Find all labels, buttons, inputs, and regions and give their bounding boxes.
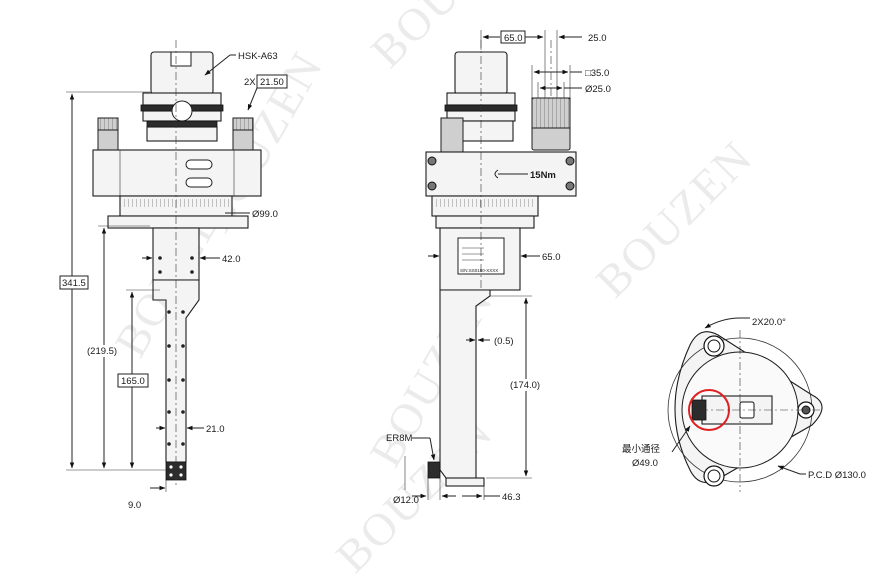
spindle-offset: 25.0 [588, 33, 607, 44]
right-stud-knurl [232, 117, 254, 131]
arm-width: 42.0 [222, 254, 241, 265]
window-lower [185, 177, 213, 188]
tip-width: 9.0 [128, 500, 141, 511]
collet-dia: Ø12.0 [393, 495, 419, 506]
front-dimensions: HSK-A63 2X 21.50 Ø99.0 42.0 341.5 (219.5… [59, 51, 288, 511]
square-size: □35.0 [585, 68, 609, 79]
offset-box [500, 30, 526, 44]
drive-hole [171, 100, 193, 122]
side-arm [439, 289, 491, 479]
nose-width: 21.0 [206, 424, 225, 435]
ref-length: (219.5) [87, 346, 117, 357]
arm-length: 165.0 [121, 376, 145, 387]
side-spacer [454, 120, 514, 142]
spacer-ring [146, 120, 218, 128]
collar-dim-box [256, 74, 288, 89]
top-view [667, 330, 823, 492]
side-view: 15Nm S/N:SS0180-XXXX [425, 40, 577, 487]
body-width: 65.0 [542, 252, 561, 263]
overall-length: 341.5 [62, 278, 86, 289]
torque-label: 15Nm [530, 170, 556, 181]
side-collet [427, 461, 441, 479]
bolt-hole-bottom [703, 465, 725, 487]
offset: 65.0 [504, 33, 523, 44]
bolt-hole-top [703, 335, 725, 357]
left-stud-knurl [97, 117, 119, 131]
arm-length-box [117, 373, 149, 388]
clearance: (0.5) [494, 336, 514, 347]
min-dia-label: 最小通径 [622, 443, 661, 455]
overall-length-box [59, 275, 89, 290]
front-view [92, 40, 262, 488]
spacer-body [146, 126, 218, 142]
spindle-knurl [531, 97, 571, 129]
angle: 2X20.0° [752, 317, 786, 328]
plate-serial: S/N:SS0180-XXXX [460, 268, 498, 273]
collar-qty: 2X [244, 77, 256, 88]
top-dimensions: 2X20.0° 最小通径 Ø49.0 P.C.D Ø130.0 [622, 317, 866, 481]
wrench-icon [494, 169, 528, 179]
collar-dim: 21.50 [260, 77, 284, 88]
pcd: P.C.D Ø130.0 [808, 470, 866, 481]
side-arm-foot [445, 477, 485, 487]
min-dia: Ø49.0 [632, 458, 658, 469]
spindle-dia: Ø25.0 [585, 84, 611, 95]
side-dimensions: 65.0 25.0 □35.0 Ø25.0 65.0 (0.5) [386, 30, 611, 506]
side-body-ring [435, 215, 535, 229]
collet-label: ER8M [386, 433, 412, 444]
reach: (174.0) [510, 380, 540, 391]
holder-label: HSK-A63 [238, 51, 278, 62]
watermark-text: BOUZEN [586, 131, 762, 307]
window-upper [185, 159, 213, 170]
side-stud [440, 117, 464, 155]
tip-offset: 46.3 [502, 492, 521, 503]
housing [92, 149, 262, 197]
body-dia: Ø99.0 [252, 209, 278, 220]
taper-slot [170, 51, 192, 67]
